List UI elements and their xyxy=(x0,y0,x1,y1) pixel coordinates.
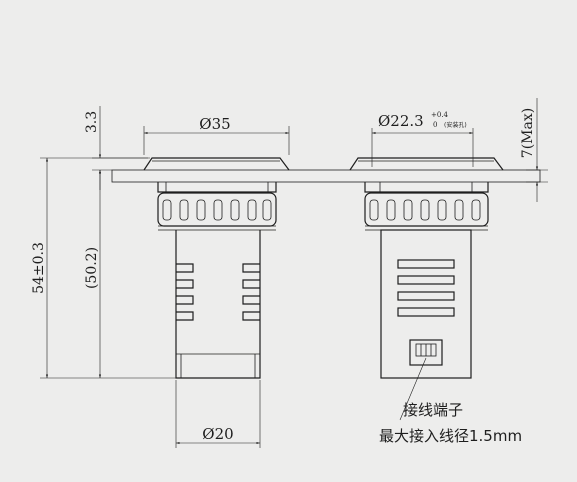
dim-overall-height xyxy=(40,157,176,379)
dim-panel-hole-note: (安装孔) xyxy=(444,121,467,129)
right-front-view xyxy=(349,157,504,379)
dim-overall-height-label: 54±0.3 xyxy=(31,242,47,294)
dim-body-diameter-label: Ø20 xyxy=(202,425,233,443)
dim-panel-hole xyxy=(371,128,474,167)
dim-panel-thickness-label: 7(Max) xyxy=(520,108,536,158)
dim-flange-diameter xyxy=(143,126,290,155)
dim-flange-thickness-label: 3.3 xyxy=(84,111,100,133)
mounting-panel xyxy=(111,169,541,183)
dim-panel-hole-tol-lower: 0 xyxy=(433,121,437,129)
wire-spec-note: 最大接入线径1.5mm xyxy=(379,427,522,445)
dim-panel-hole-label: Ø22.3 xyxy=(378,112,424,130)
dim-flange-thickness xyxy=(92,106,148,190)
dim-body-diameter xyxy=(175,380,261,448)
terminal-label: 接线端子 xyxy=(403,401,463,419)
terminal-leader xyxy=(399,357,427,421)
dim-panel-hole-tol-upper: +0.4 xyxy=(431,111,449,119)
dim-body-height-label: (50.2) xyxy=(84,247,100,289)
left-side-view xyxy=(143,157,290,379)
dim-flange-diameter-label: Ø35 xyxy=(199,115,230,133)
dim-panel-thickness xyxy=(526,98,548,202)
